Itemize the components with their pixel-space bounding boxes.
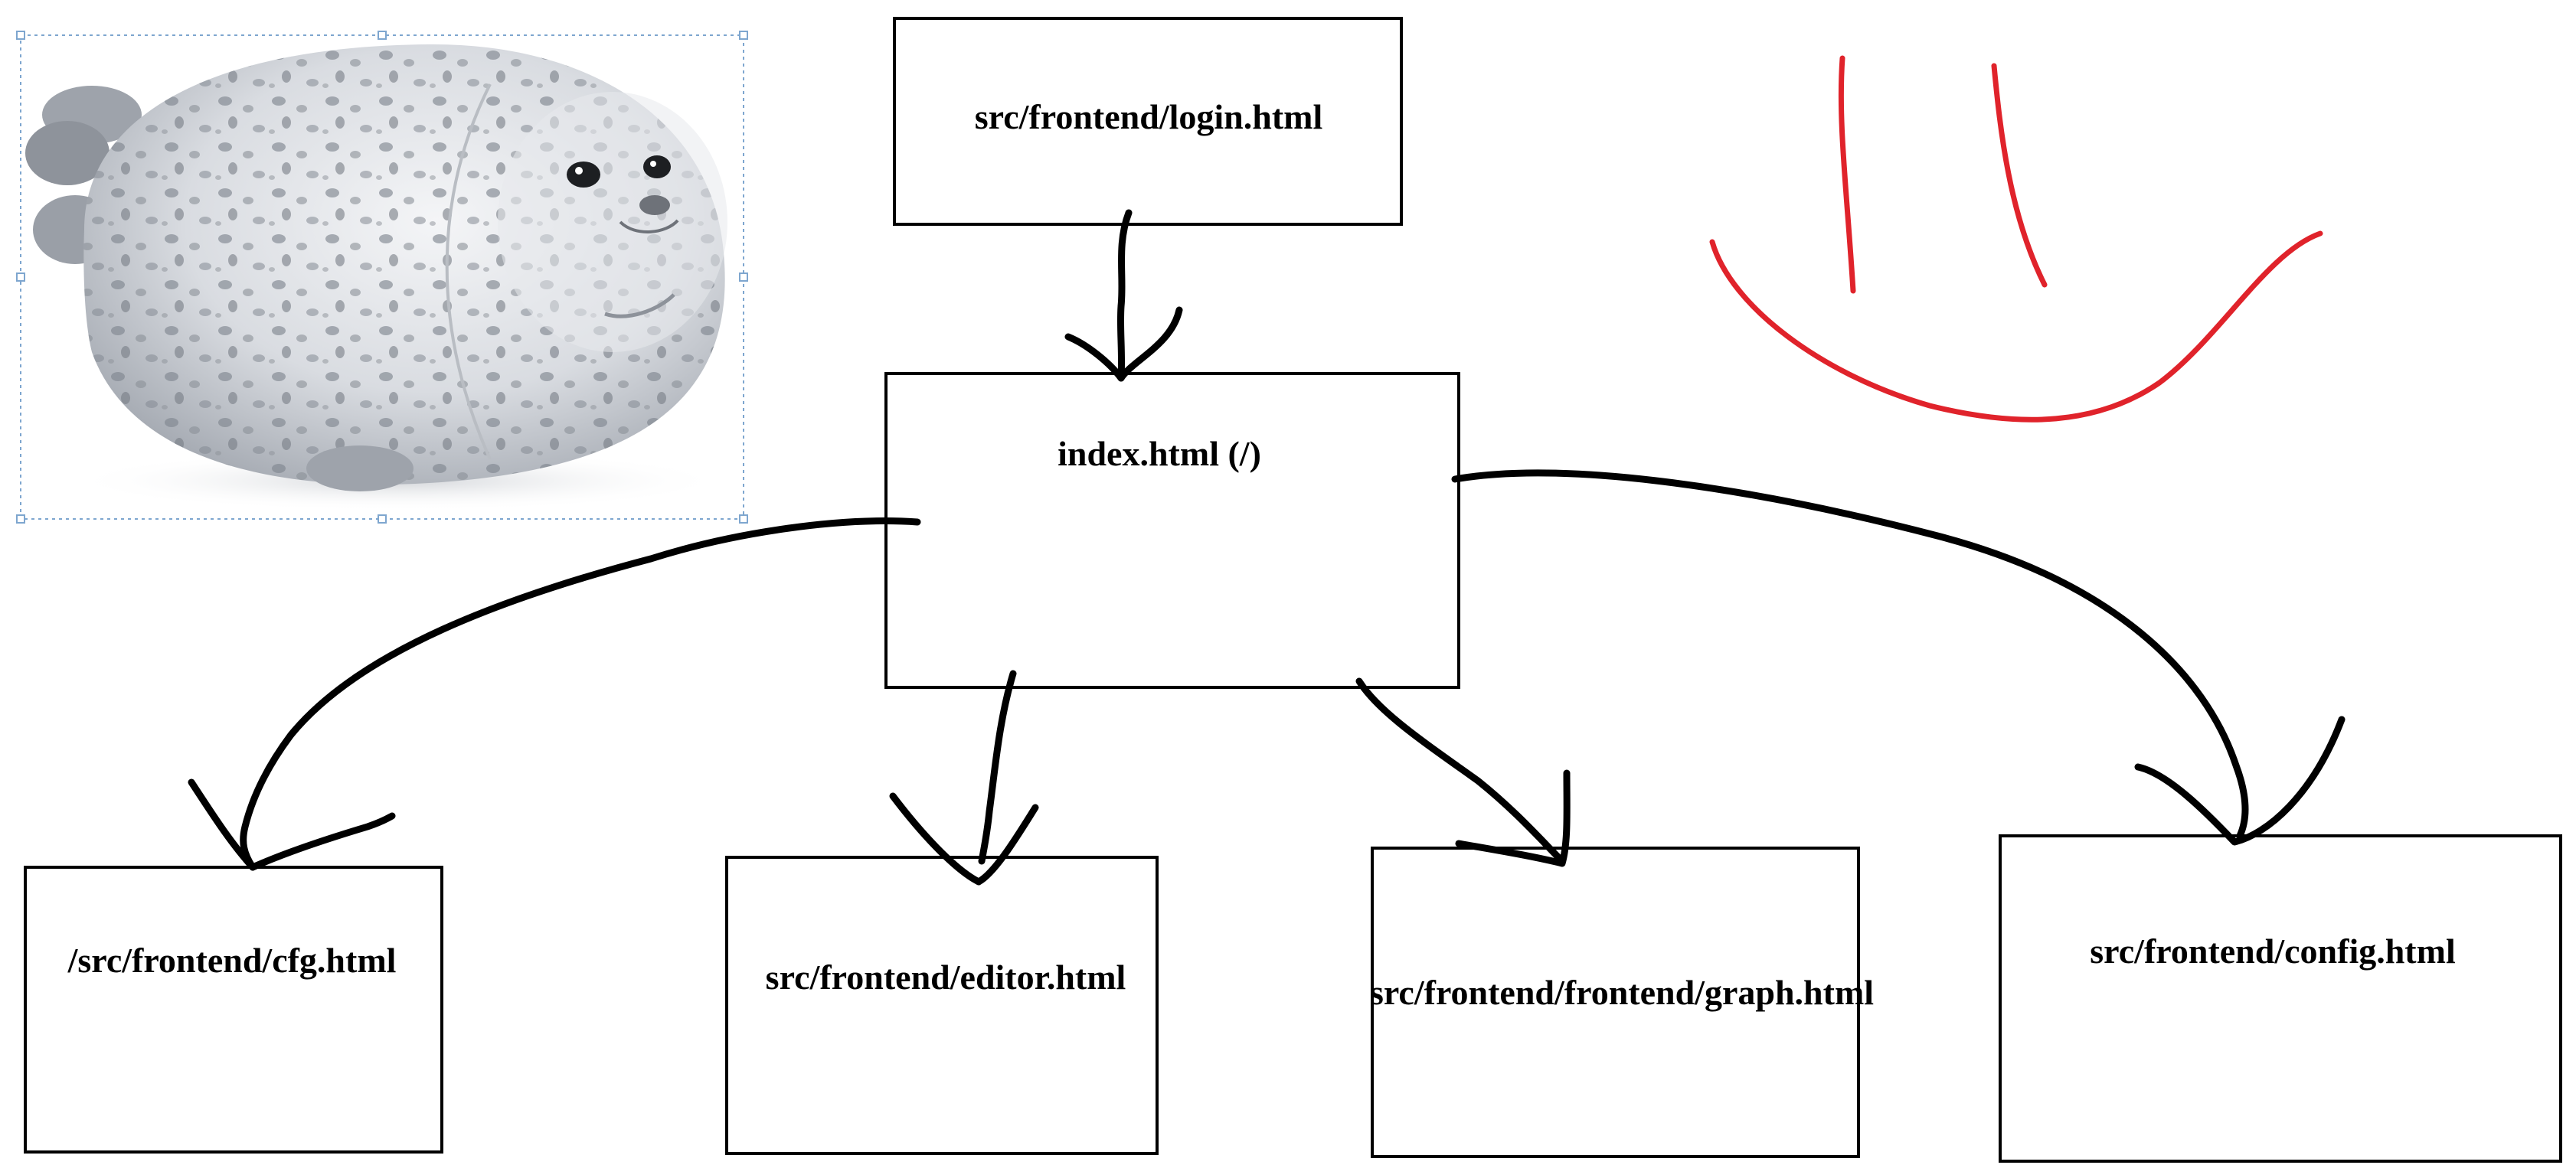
edge-index-editor: [889, 670, 1039, 886]
edge-login-index: [1064, 209, 1183, 382]
node-box-login: [893, 17, 1403, 226]
node-label-index: index.html (/): [1058, 434, 1261, 473]
smiley-face-icon: [1709, 55, 2323, 423]
node-label-cfg: /src/frontend/cfg.html: [67, 941, 397, 980]
node-box-cfg: [24, 866, 443, 1154]
node-box-editor: [725, 856, 1159, 1155]
edge-index-cfg: [188, 517, 921, 871]
node-label-config: src/frontend/config.html: [2090, 932, 2455, 971]
node-box-graph: [1371, 847, 1860, 1158]
node-label-login: src/frontend/login.html: [975, 97, 1323, 136]
node-label-editor: src/frontend/editor.html: [766, 958, 1126, 997]
node-box-index: [884, 372, 1460, 689]
node-label-graph: src/frontend/frontend/graph.html: [1370, 973, 1874, 1012]
node-box-config: [1999, 834, 2562, 1163]
seal-plush-image[interactable]: [16, 31, 748, 524]
selection-handles[interactable]: [16, 31, 748, 524]
edge-index-graph: [1355, 677, 1571, 867]
edge-index-config: [1451, 469, 2346, 846]
